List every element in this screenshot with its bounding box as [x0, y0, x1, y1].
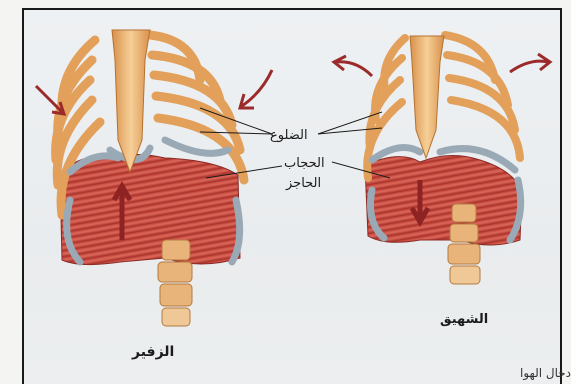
inhale-left-arrow: [334, 56, 372, 76]
diaphragm-label-line1: الحجاب: [284, 156, 325, 171]
ribs-label: الضلوع: [270, 128, 308, 143]
inhale-ribcage: [334, 35, 550, 284]
inhale-sternum: [410, 36, 444, 158]
exhalation-caption: الزفير: [132, 344, 174, 360]
inhalation-caption: الشهيق: [440, 312, 488, 327]
diaphragm-label-line2: الحاجز: [286, 176, 321, 191]
exhale-diaphragm: [60, 154, 240, 264]
exhale-spine: [158, 240, 192, 326]
inhale-right-arrow: [510, 54, 550, 72]
inhale-diaphragm: [365, 155, 522, 245]
inhale-spine: [448, 204, 480, 284]
footer-text-fragment: أدخال الهوا: [520, 366, 571, 380]
exhale-right-arrow: [240, 70, 272, 108]
exhale-ribcage: [36, 30, 272, 326]
